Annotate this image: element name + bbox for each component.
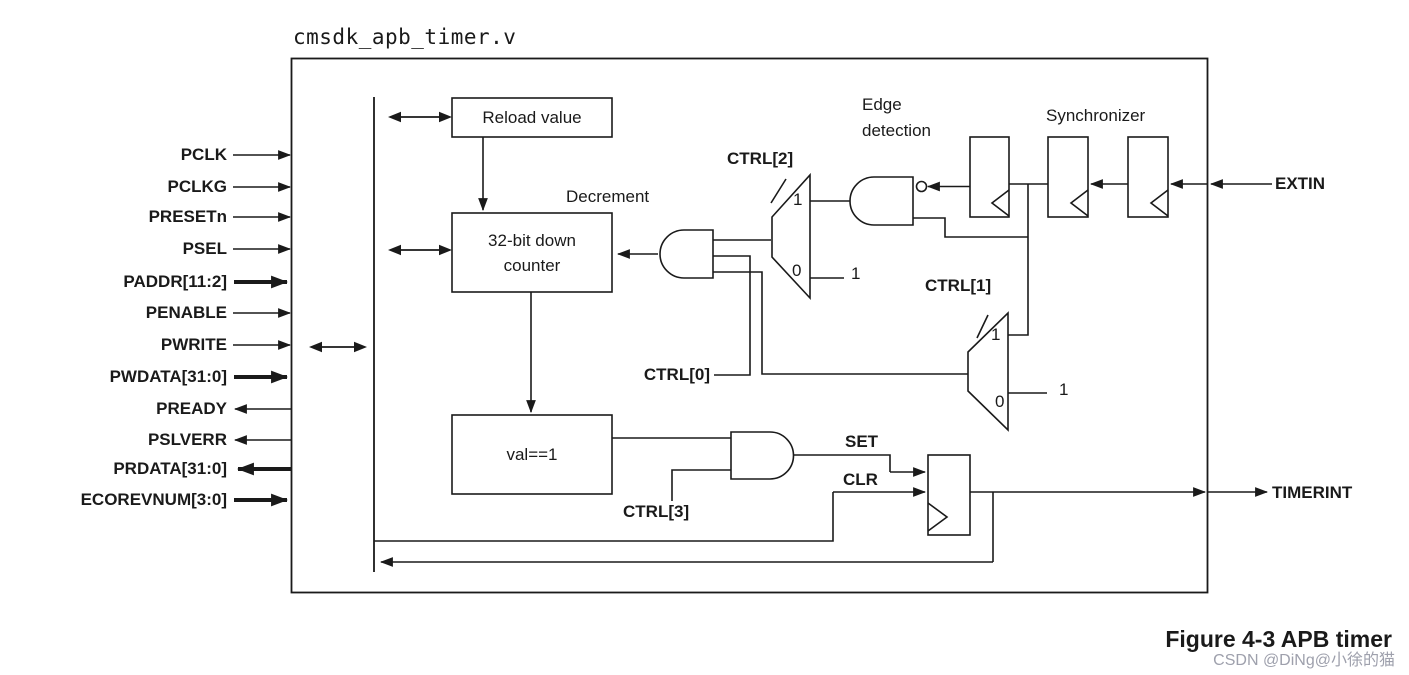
signal-label-paddr: PADDR[11:2] bbox=[123, 272, 227, 291]
edge-detect-inverter-bubble bbox=[915, 180, 928, 193]
signal-label-pwrite: PWRITE bbox=[160, 335, 227, 354]
down-counter-label: 32-bit down counter bbox=[452, 213, 612, 292]
ctrl1-mux-const1-label: 1 bbox=[1059, 380, 1069, 399]
wire-ctrl2-select bbox=[770, 178, 787, 204]
signal-label-pclkg: PCLKG bbox=[167, 177, 228, 196]
decrement-and-gate bbox=[659, 229, 714, 279]
signal-label-pwdata: PWDATA[31:0] bbox=[109, 367, 227, 386]
reload-value-box bbox=[451, 97, 613, 138]
set-label: SET bbox=[845, 432, 879, 451]
reload-value-label: Reload value bbox=[482, 108, 582, 127]
synchronizer-ff1-clock-chevron bbox=[1149, 189, 1169, 217]
module-title: cmsdk_apb_timer.v bbox=[293, 25, 517, 49]
signal-label-timerint: TIMERINT bbox=[1272, 483, 1353, 502]
edge-detect-ff bbox=[969, 136, 1010, 218]
wire-mux1-out-to-and bbox=[713, 271, 968, 375]
clr-label: CLR bbox=[843, 470, 878, 489]
synchronizer-ff2 bbox=[1047, 136, 1089, 218]
set-and-gate bbox=[730, 431, 795, 480]
synchronizer-ff2-clock-chevron bbox=[1069, 189, 1089, 217]
internal-wires bbox=[374, 137, 1272, 567]
bidirectional-arrows bbox=[309, 111, 452, 353]
signal-label-extin: EXTIN bbox=[1275, 174, 1326, 193]
function-blocks bbox=[451, 97, 613, 495]
edge-detection-label-line1: Edge bbox=[862, 95, 902, 114]
ctrl2-mux bbox=[771, 172, 811, 301]
bidir-bus-left-arrowhead bbox=[309, 341, 322, 353]
signal-label-pslverr: PSLVERR bbox=[147, 430, 227, 449]
ctrl2-mux-input1-label: 1 bbox=[793, 190, 803, 209]
signal-label-presetn: PRESETn bbox=[148, 207, 227, 226]
wire-clr-bend bbox=[374, 492, 834, 542]
bidir-reload-right-arrowhead bbox=[439, 111, 452, 123]
signal-label-psel: PSEL bbox=[182, 239, 227, 258]
multiplexers bbox=[771, 172, 1009, 432]
wire-sync-to-edgegate bbox=[913, 217, 1028, 238]
bidir-counter-left-arrowhead bbox=[388, 244, 401, 256]
wire-set-bend bbox=[793, 454, 891, 472]
figure-caption: Figure 4-3 APB timer bbox=[1165, 626, 1392, 652]
ctrl2-mux-const1-label: 1 bbox=[851, 264, 861, 283]
ctrl0-label: CTRL[0] bbox=[643, 365, 710, 384]
ctrl1-mux-input1-label: 1 bbox=[991, 325, 1001, 344]
gates bbox=[659, 176, 928, 480]
synchronizer-ff1 bbox=[1127, 136, 1169, 218]
left-port-wires bbox=[233, 150, 292, 507]
signal-label-pready: PREADY bbox=[156, 399, 227, 418]
decrement-label: Decrement bbox=[566, 187, 650, 206]
comparator-box bbox=[451, 414, 613, 495]
signal-label-pclk: PCLK bbox=[180, 145, 227, 164]
bidir-counter-right-arrowhead bbox=[439, 244, 452, 256]
bidir-reload-left-arrowhead bbox=[388, 111, 401, 123]
watermark-text: CSDN @DiNg@小徐的猫 bbox=[1213, 652, 1395, 669]
wire-ctrl0-to-and bbox=[713, 255, 751, 376]
timerint-ff bbox=[927, 454, 971, 536]
signal-label-prdata: PRDATA[31:0] bbox=[113, 459, 227, 478]
ctrl1-mux-input0-label: 0 bbox=[995, 392, 1005, 411]
signal-label-penable: PENABLE bbox=[145, 303, 227, 322]
edge-detect-ff-clock-chevron bbox=[990, 189, 1010, 217]
wire-ctrl1-select bbox=[976, 314, 989, 339]
synchronizer-label: Synchronizer bbox=[1046, 106, 1146, 125]
edge-detect-and-gate bbox=[849, 176, 914, 226]
edge-detection-label: Edge detection bbox=[862, 92, 931, 144]
ctrl1-mux bbox=[967, 311, 1009, 432]
down-counter-label-line2: counter bbox=[503, 255, 561, 275]
timerint-ff-clock-chevron bbox=[927, 502, 949, 532]
wire-ctrl3-to-setgate bbox=[671, 469, 731, 501]
flip-flops bbox=[927, 136, 1169, 536]
down-counter-label-line1: 32-bit down bbox=[488, 230, 576, 250]
ctrl3-label: CTRL[3] bbox=[623, 502, 690, 521]
wire-sync-to-mux1 bbox=[1008, 184, 1029, 336]
ctrl1-label: CTRL[1] bbox=[925, 276, 992, 295]
ctrl2-mux-input0-label: 0 bbox=[792, 261, 802, 280]
edge-detection-label-line2: detection bbox=[862, 121, 931, 140]
down-counter-box bbox=[451, 212, 613, 293]
comparator-label: val==1 bbox=[506, 445, 558, 464]
module-boundary-box bbox=[290, 57, 1209, 594]
bidir-bus-right-arrowhead bbox=[354, 341, 367, 353]
ctrl2-label: CTRL[2] bbox=[727, 149, 794, 168]
signal-label-ecorevnum: ECOREVNUM[3:0] bbox=[80, 490, 227, 509]
